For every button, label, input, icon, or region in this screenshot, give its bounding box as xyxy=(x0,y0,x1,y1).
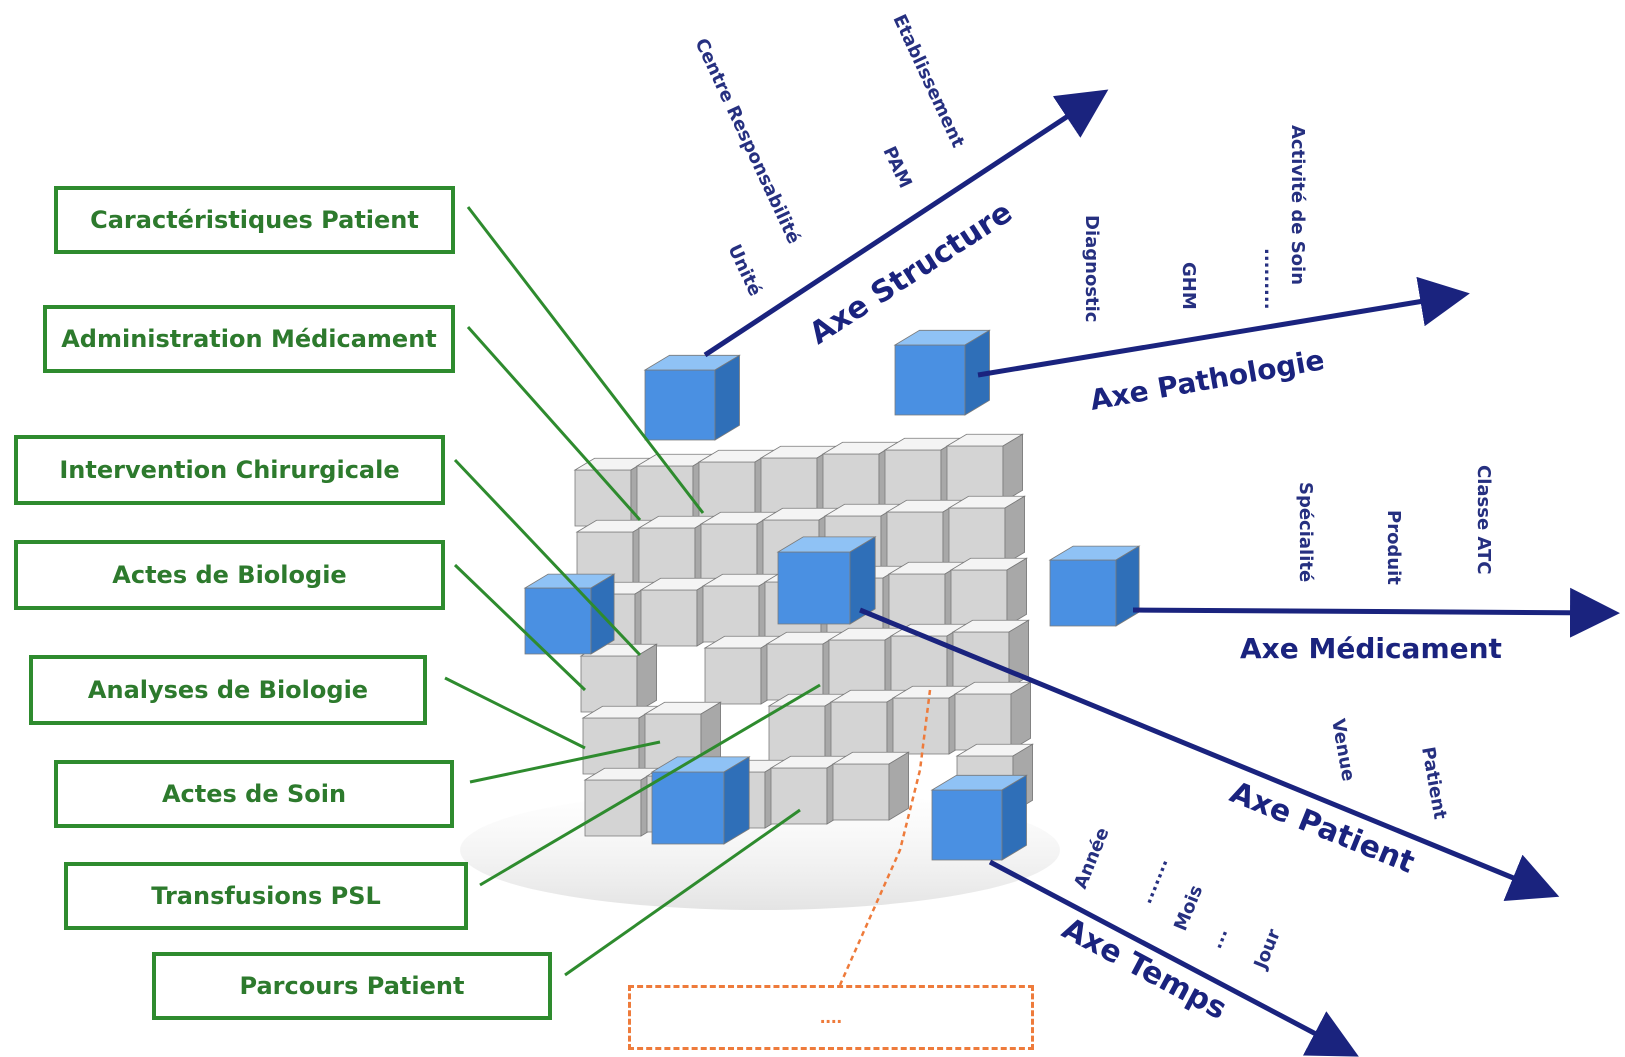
connector-line xyxy=(469,740,661,784)
axis-structure-member: Centre Responsabilité xyxy=(690,35,804,247)
connector-line xyxy=(479,683,821,887)
blue-cube xyxy=(650,756,751,845)
cube xyxy=(523,329,1141,861)
blue-cube xyxy=(1048,545,1141,627)
axis-temps-member: Année xyxy=(1070,825,1113,892)
axis-medicament-member: Spécialité xyxy=(1295,482,1316,582)
axis-patient-member: Patient xyxy=(1417,745,1450,821)
axis-pathologie-member: ......... xyxy=(1260,248,1281,310)
axis-arrows xyxy=(703,89,1620,1057)
grey-cube xyxy=(945,433,1025,503)
axis-structure-member: PAM xyxy=(878,143,915,191)
axis-temps-member: Mois xyxy=(1170,882,1207,934)
axis-medicament-member: Classe ATC xyxy=(1473,465,1494,574)
axis-pathologie-member: Diagnostic xyxy=(1081,215,1102,322)
axis-temps-member: Jour xyxy=(1249,926,1285,974)
axis-pathologie-member: Activité de Soin xyxy=(1287,125,1308,285)
grey-cube xyxy=(579,643,659,713)
axis-structure-member: Etablissement xyxy=(888,11,968,151)
connector-line xyxy=(444,676,586,750)
connector-line xyxy=(466,206,705,514)
axis-structure-arrow xyxy=(703,89,1109,358)
axis-patient-member: Venue xyxy=(1327,717,1359,783)
grey-cube xyxy=(947,495,1027,565)
grey-cube xyxy=(831,751,911,821)
blue-cube xyxy=(643,354,741,441)
fact-connectors xyxy=(444,206,821,977)
axis-pathologie-arrow xyxy=(977,276,1470,378)
axis-pathologie-member: GHM xyxy=(1178,262,1199,310)
connector-line xyxy=(453,458,642,657)
blue-cube xyxy=(930,774,1028,861)
axis-medicament-title: Axe Médicament xyxy=(1240,632,1502,665)
axis-pathologie-title: Axe Pathologie xyxy=(1087,343,1326,417)
connector-line xyxy=(564,808,801,977)
axis-structure-member: Unité xyxy=(723,241,765,299)
connector-line xyxy=(453,563,587,692)
connector-line xyxy=(466,326,642,521)
axis-medicament-member: Produit xyxy=(1383,510,1404,585)
grey-cube xyxy=(953,681,1033,751)
axis-temps-member: ....... xyxy=(1135,855,1172,907)
axis-medicament-arrow xyxy=(1132,587,1620,638)
blue-cube xyxy=(893,329,991,416)
blue-cube xyxy=(776,536,877,625)
extra-connector xyxy=(838,689,932,986)
grey-cube xyxy=(949,557,1029,627)
axis-patient-arrow xyxy=(859,607,1560,901)
axis-temps-member: ... xyxy=(1205,925,1232,952)
axis-temps-title: Axe Temps xyxy=(1056,911,1232,1027)
axis-temps-arrow xyxy=(988,859,1359,1057)
grey-cube xyxy=(637,515,717,585)
